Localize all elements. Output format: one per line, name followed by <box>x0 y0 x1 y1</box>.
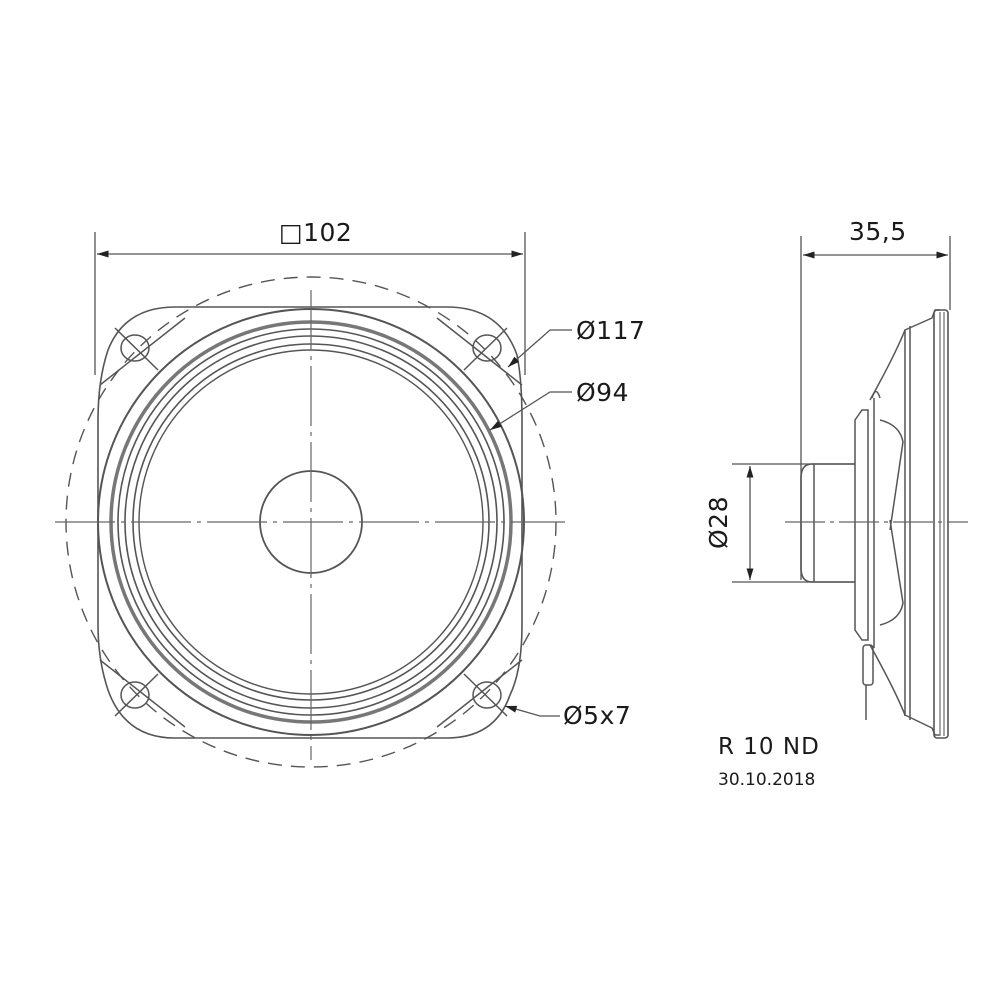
mounting-hole-label: Ø5x7 <box>563 701 632 730</box>
drawing-date: 30.10.2018 <box>718 770 816 790</box>
magnet-diameter-label: Ø28 <box>704 496 733 549</box>
outer-diameter-label: Ø117 <box>576 316 646 345</box>
depth-label: 35,5 <box>849 217 907 246</box>
width-label: □102 <box>279 218 353 247</box>
depth-dimension <box>800 236 951 580</box>
front-view <box>55 232 572 768</box>
mounting-holes <box>99 317 523 728</box>
magnet-dimension <box>732 463 855 583</box>
width-dimension <box>94 232 526 375</box>
leaders <box>489 329 572 717</box>
side-view <box>732 236 968 739</box>
model-title: R 10 ND <box>718 734 820 760</box>
cone-diameter-label: Ø94 <box>576 378 629 407</box>
